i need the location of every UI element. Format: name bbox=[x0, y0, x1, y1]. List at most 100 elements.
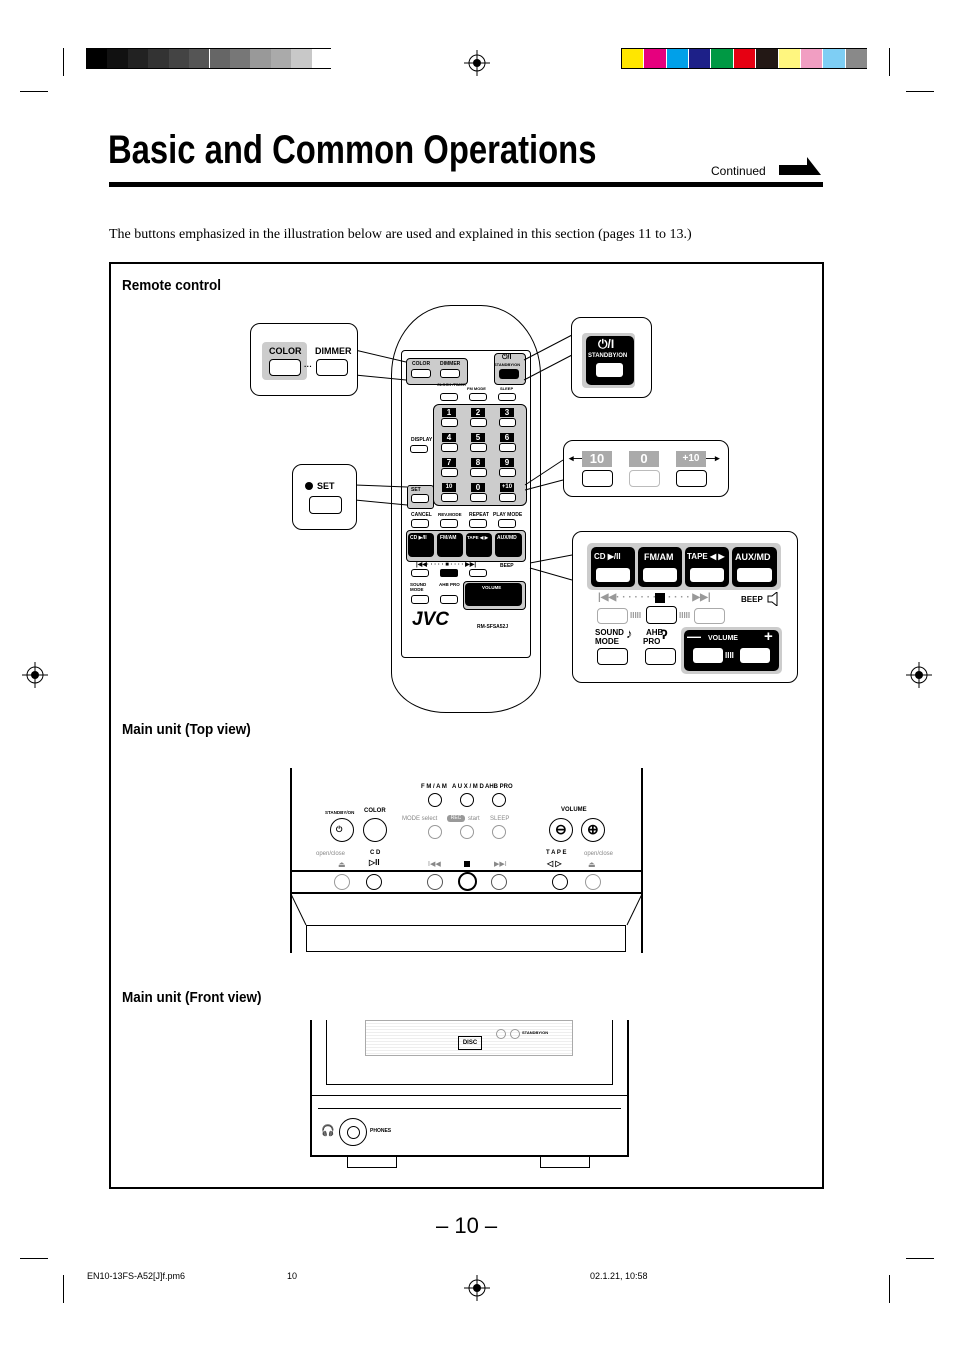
top-tape-button[interactable] bbox=[552, 874, 568, 890]
callout-volume-rocker[interactable]: — VOLUME + IIII bbox=[684, 628, 779, 671]
remote-key-button[interactable] bbox=[499, 468, 516, 477]
footer-page: 10 bbox=[287, 1271, 298, 1281]
callout-fm-am-button[interactable]: FM/AM bbox=[638, 547, 682, 587]
top-prev-button[interactable] bbox=[427, 874, 443, 890]
crop-mark bbox=[63, 48, 64, 76]
remote-next-button[interactable] bbox=[469, 569, 487, 577]
remote-key-button[interactable] bbox=[441, 443, 458, 452]
remote-key-button[interactable] bbox=[499, 418, 516, 427]
crop-mark bbox=[889, 1275, 890, 1303]
remote-cancel-button[interactable] bbox=[411, 519, 429, 528]
prev-track-icon: I◀◀ bbox=[428, 861, 441, 868]
remote-ahb-pro-button[interactable] bbox=[440, 595, 458, 604]
remote-key-button[interactable] bbox=[499, 493, 516, 502]
remote-key-label: 4 bbox=[442, 433, 456, 442]
remote-key-button[interactable] bbox=[499, 443, 516, 452]
remote-stop-button[interactable] bbox=[440, 569, 458, 577]
top-sleep-button[interactable] bbox=[492, 825, 506, 839]
top-view-front-edge bbox=[290, 870, 643, 872]
remote-set-button[interactable] bbox=[411, 494, 429, 503]
callout-color-button[interactable] bbox=[269, 359, 301, 376]
color-swatch bbox=[800, 49, 823, 68]
top-next-button[interactable] bbox=[491, 874, 507, 890]
remote-fm-mode-button[interactable] bbox=[469, 393, 487, 401]
remote-repeat-button[interactable] bbox=[469, 519, 487, 528]
remote-key-button[interactable] bbox=[470, 418, 487, 427]
remote-key-button[interactable] bbox=[441, 493, 458, 502]
gray-swatch bbox=[189, 49, 210, 68]
remote-standby-button[interactable] bbox=[499, 369, 519, 379]
top-stop-button[interactable] bbox=[458, 872, 477, 891]
callout-next-button[interactable] bbox=[694, 608, 725, 624]
callout-aux-md-button[interactable]: AUX/MD bbox=[732, 547, 777, 587]
callout-key-0-button[interactable] bbox=[629, 470, 660, 487]
remote-sleep-button[interactable] bbox=[498, 393, 516, 401]
callout-dimmer-button[interactable] bbox=[316, 359, 348, 376]
remote-rev-mode-button[interactable] bbox=[440, 519, 458, 528]
remote-model-label: RM-SFSA52J bbox=[477, 624, 509, 630]
top-color-button[interactable] bbox=[363, 818, 387, 842]
callout-key-plus10-button[interactable] bbox=[676, 470, 707, 487]
gray-swatch bbox=[311, 49, 332, 68]
continued-arrow-icon bbox=[779, 157, 821, 175]
remote-prev-button[interactable] bbox=[411, 569, 429, 577]
top-mode-select-button[interactable] bbox=[428, 825, 442, 839]
remote-clock-button[interactable] bbox=[440, 393, 458, 401]
callout-set-button[interactable] bbox=[309, 496, 342, 514]
registration-mark bbox=[22, 662, 48, 688]
remote-play-mode-button[interactable] bbox=[498, 519, 516, 528]
top-aux-md-button[interactable] bbox=[460, 793, 474, 807]
top-rec-start-button[interactable] bbox=[460, 825, 474, 839]
top-volume-down-button[interactable]: ⊖ bbox=[549, 818, 573, 842]
top-volume-up-button[interactable]: ⊕ bbox=[581, 818, 605, 842]
color-swatch bbox=[845, 49, 867, 68]
remote-cd-button[interactable]: CD ▶/II bbox=[408, 533, 434, 557]
front-phones-jack[interactable] bbox=[339, 1118, 367, 1146]
remote-display-button[interactable] bbox=[410, 445, 428, 453]
color-swatch bbox=[756, 49, 778, 68]
remote-fm-am-button[interactable]: FM/AM bbox=[437, 533, 463, 557]
top-tape-eject-button[interactable] bbox=[585, 874, 601, 890]
illustration-frame bbox=[109, 262, 824, 1189]
remote-color-button[interactable] bbox=[411, 369, 431, 378]
callout-pro-label: PRO bbox=[643, 637, 661, 646]
top-cd-play-button[interactable] bbox=[366, 874, 382, 890]
top-open-close-right-label: open/close bbox=[584, 851, 614, 857]
remote-key-button[interactable] bbox=[441, 418, 458, 427]
callout-stop-icon bbox=[655, 593, 665, 603]
callout-standby-button[interactable]: ⏻/I STANDBY/ON bbox=[586, 336, 634, 385]
top-open-close-left-label: open/close bbox=[316, 851, 346, 857]
callout-set-label: SET bbox=[317, 481, 335, 491]
callout-key-10-button[interactable] bbox=[582, 470, 613, 487]
remote-key-button[interactable] bbox=[441, 468, 458, 477]
section-top-view: Main unit (Top view) bbox=[122, 721, 251, 738]
gray-swatch bbox=[87, 49, 108, 68]
remote-sound-mode-button[interactable] bbox=[411, 595, 429, 604]
top-standby-button[interactable]: ⏻ bbox=[330, 818, 354, 842]
remote-key-button[interactable] bbox=[470, 493, 487, 502]
callout-tape-button[interactable]: TAPE ◀ ▶ bbox=[685, 547, 729, 587]
top-fm-am-label: F M / A M bbox=[421, 784, 447, 790]
remote-dimmer-button[interactable] bbox=[440, 369, 460, 378]
top-ahb-pro-button[interactable] bbox=[492, 793, 506, 807]
remote-key-button[interactable] bbox=[470, 443, 487, 452]
top-view-slot bbox=[306, 925, 626, 952]
callout-cd-button[interactable]: CD ▶/II bbox=[591, 547, 635, 587]
callout-next-icon: · · · · ▶▶| bbox=[668, 592, 711, 603]
remote-transport-icons: |◀◀· · · · · ■ · · · · ▶▶| bbox=[416, 562, 477, 568]
remote-aux-md-button[interactable]: AUX/MD bbox=[495, 533, 522, 557]
gray-swatch bbox=[229, 49, 251, 68]
ear-icon: ʔ bbox=[660, 626, 668, 642]
remote-tape-button[interactable]: TAPE ◀ ▶ bbox=[466, 533, 492, 557]
callout-prev-button[interactable] bbox=[597, 608, 628, 624]
callout-dimmer-label: DIMMER bbox=[315, 346, 352, 356]
callout-stop-button[interactable] bbox=[646, 606, 677, 624]
remote-key-button[interactable] bbox=[470, 468, 487, 477]
top-fm-am-button[interactable] bbox=[428, 793, 442, 807]
remote-dimmer-label: DIMMER bbox=[440, 361, 461, 367]
remote-volume-rocker[interactable]: VOLUME bbox=[465, 583, 522, 606]
callout-sound-mode-button[interactable] bbox=[597, 648, 628, 665]
top-cd-eject-button[interactable] bbox=[334, 874, 350, 890]
callout-ahb-pro-button[interactable] bbox=[645, 648, 676, 665]
front-phones-label: PHONES bbox=[370, 1128, 392, 1134]
